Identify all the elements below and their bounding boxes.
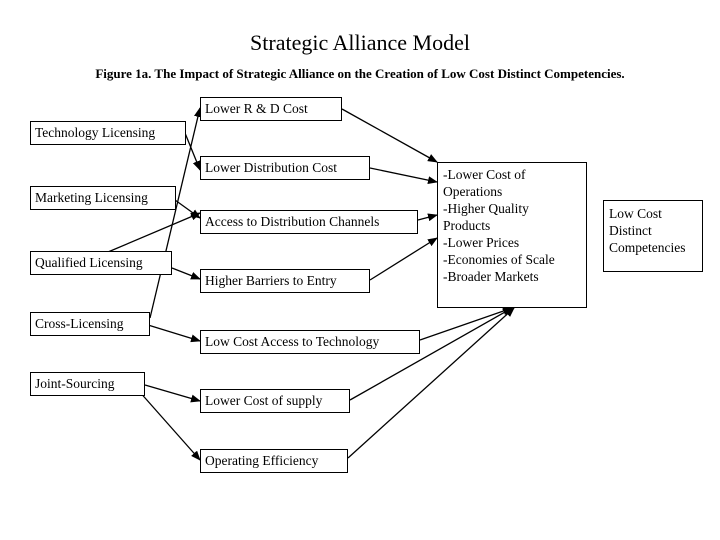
edge-rd-to-outcomes (341, 108, 438, 163)
edge-dist-to-outcomes (369, 167, 438, 185)
edge-supply-to-outcomes (349, 307, 513, 401)
outcome-line: -Higher Quality (443, 201, 529, 216)
alliance-qualified-licensing: Qualified Licensing (30, 251, 172, 275)
edge-access-to-outcomes (417, 213, 438, 222)
benefit-low-cost-access-technology: Low Cost Access to Technology (200, 330, 420, 354)
alliance-joint-sourcing: Joint-Sourcing (30, 372, 145, 396)
benefit-higher-barriers-entry: Higher Barriers to Entry (200, 269, 370, 293)
result-line: Competencies (609, 240, 686, 255)
edge-tech-to-dist-cost (184, 132, 201, 171)
benefit-lower-rd-cost: Lower R & D Cost (200, 97, 342, 121)
outcome-line: Operations (443, 184, 503, 199)
result-box: Low Cost Distinct Competencies (603, 200, 703, 272)
edge-marketing-to-access (174, 199, 201, 219)
outcomes-box: -Lower Cost of Operations -Higher Qualit… (437, 162, 587, 308)
edge-barriers-to-outcomes (369, 237, 438, 281)
edge-tech-access-to-outcomes (419, 307, 513, 341)
outcome-line: -Economies of Scale (443, 252, 555, 267)
edge-cross-to-rd (149, 107, 202, 319)
alliance-technology-licensing: Technology Licensing (30, 121, 186, 145)
edge-efficiency-to-outcomes (347, 307, 515, 459)
alliance-marketing-licensing: Marketing Licensing (30, 186, 176, 210)
outcome-line: -Lower Prices (443, 235, 520, 250)
edge-qualified-to-barriers (171, 267, 201, 280)
outcome-line: -Lower Cost of (443, 167, 526, 182)
benefit-access-distribution-channels: Access to Distribution Channels (200, 210, 418, 234)
edge-cross-to-tech-access (147, 324, 201, 343)
edge-qualified-to-marketing (107, 212, 201, 253)
benefit-lower-cost-supply: Lower Cost of supply (200, 389, 350, 413)
edge-joint-to-efficiency (137, 389, 201, 461)
diagram-title: Strategic Alliance Model (250, 30, 470, 55)
benefit-lower-distribution-cost: Lower Distribution Cost (200, 156, 370, 180)
alliance-cross-licensing: Cross-Licensing (30, 312, 150, 336)
benefit-operating-efficiency: Operating Efficiency (200, 449, 348, 473)
edge-joint-to-supply (144, 384, 201, 403)
outcome-line: Products (443, 218, 491, 233)
result-line: Low Cost (609, 206, 662, 221)
result-line: Distinct (609, 223, 652, 238)
outcome-line: -Broader Markets (443, 269, 539, 284)
diagram-subtitle: Figure 1a. The Impact of Strategic Allia… (95, 66, 625, 81)
